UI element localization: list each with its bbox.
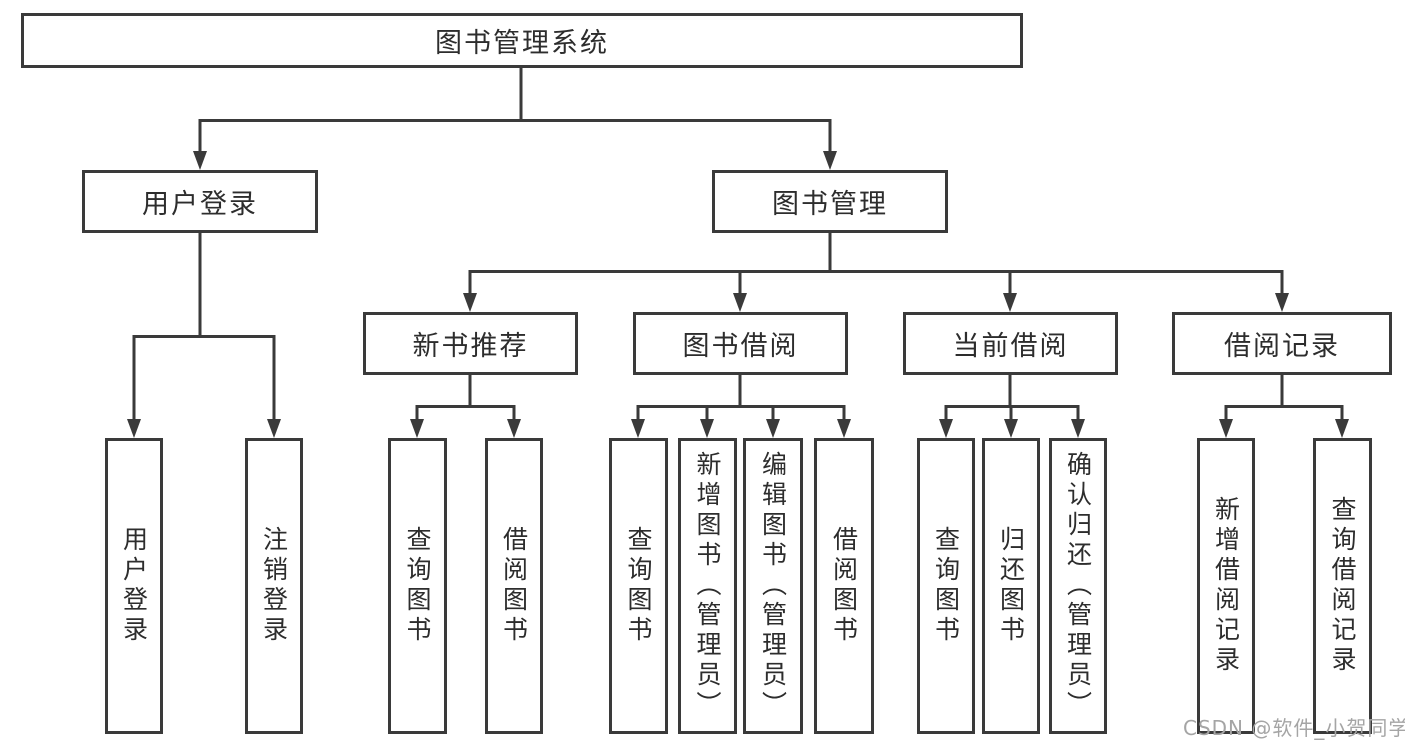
leaf-add-books-admin: 新增图书（管理员）	[678, 438, 737, 734]
arrow-down-icon	[1071, 419, 1085, 438]
leaf-logout-label: 注销登录	[259, 526, 289, 646]
arrow-down-icon	[1003, 293, 1017, 312]
leaf-query-books-borrowing-label: 查询图书	[624, 526, 653, 646]
leaf-query-books-borrowing: 查询图书	[609, 438, 668, 734]
node-book-borrowing: 图书借阅	[633, 312, 848, 375]
csdn-watermark: CSDN @软件_小贺同学	[1183, 716, 1405, 740]
arrow-down-icon	[267, 419, 281, 438]
arrow-down-icon	[733, 293, 747, 312]
connector-book-borrowing-split	[636, 405, 846, 421]
arrow-down-icon	[1275, 293, 1289, 312]
arrow-down-icon	[1335, 419, 1349, 438]
node-borrowing-records-label: 借阅记录	[1224, 331, 1340, 362]
arrow-down-icon	[823, 151, 837, 170]
node-new-book-recommend: 新书推荐	[363, 312, 578, 375]
leaf-borrow-books-recommend: 借阅图书	[485, 438, 543, 734]
leaf-return-books: 归还图书	[982, 438, 1040, 734]
arrow-down-icon	[127, 419, 141, 438]
arrow-down-icon	[463, 293, 477, 312]
connector-current-borrowing-split	[944, 405, 1080, 421]
node-user-login: 用户登录	[82, 170, 318, 233]
connector-user-login-split	[132, 335, 276, 421]
connector-level1-split	[198, 119, 832, 153]
node-user-login-label: 用户登录	[142, 189, 258, 220]
node-book-borrowing-label: 图书借阅	[682, 331, 799, 362]
node-book-management-label: 图书管理	[772, 189, 888, 220]
leaf-add-borrow-record-label: 新增借阅记录	[1211, 496, 1241, 676]
leaf-return-books-label: 归还图书	[996, 526, 1026, 646]
arrow-down-icon	[700, 419, 714, 438]
connector-book-management-split	[468, 270, 1284, 296]
leaf-edit-books-admin: 编辑图书（管理员）	[743, 438, 803, 734]
leaf-query-borrow-record-label: 查询借阅记录	[1328, 496, 1357, 676]
arrow-down-icon	[1004, 419, 1018, 438]
leaf-query-books-recommend-label: 查询图书	[403, 526, 432, 646]
leaf-query-books-recommend: 查询图书	[388, 438, 447, 734]
leaf-confirm-return-admin-label: 确认归还（管理员）	[1063, 451, 1093, 721]
arrow-down-icon	[631, 419, 645, 438]
arrow-down-icon	[939, 419, 953, 438]
leaf-borrow-books-borrowing: 借阅图书	[814, 438, 874, 734]
node-book-management: 图书管理	[712, 170, 948, 233]
leaf-add-books-admin-label: 新增图书（管理员）	[693, 451, 722, 721]
connector-records-split	[1224, 405, 1344, 421]
leaf-query-books-current: 查询图书	[917, 438, 975, 734]
leaf-user-login: 用户登录	[105, 438, 163, 734]
leaf-query-books-current-label: 查询图书	[931, 526, 961, 646]
leaf-logout: 注销登录	[245, 438, 303, 734]
leaf-confirm-return-admin: 确认归还（管理员）	[1049, 438, 1107, 734]
node-current-borrowing: 当前借阅	[903, 312, 1118, 375]
leaf-query-borrow-record: 查询借阅记录	[1313, 438, 1372, 734]
arrow-down-icon	[837, 419, 851, 438]
leaf-borrow-books-recommend-label: 借阅图书	[499, 526, 529, 646]
arrow-down-icon	[1219, 419, 1233, 438]
leaf-user-login-label: 用户登录	[119, 526, 149, 646]
arrow-down-icon	[410, 419, 424, 438]
leaf-add-borrow-record: 新增借阅记录	[1197, 438, 1255, 734]
node-borrowing-records: 借阅记录	[1172, 312, 1392, 375]
node-current-borrowing-label: 当前借阅	[952, 331, 1069, 362]
node-new-book-recommend-label: 新书推荐	[412, 331, 529, 362]
node-root-label: 图书管理系统	[435, 28, 609, 59]
connector-new-book-split	[415, 405, 516, 421]
arrow-down-icon	[507, 419, 521, 438]
leaf-borrow-books-borrowing-label: 借阅图书	[829, 526, 859, 646]
leaf-edit-books-admin-label: 编辑图书（管理员）	[758, 451, 788, 721]
node-root: 图书管理系统	[21, 13, 1023, 68]
arrow-down-icon	[766, 419, 780, 438]
arrow-down-icon	[193, 151, 207, 170]
